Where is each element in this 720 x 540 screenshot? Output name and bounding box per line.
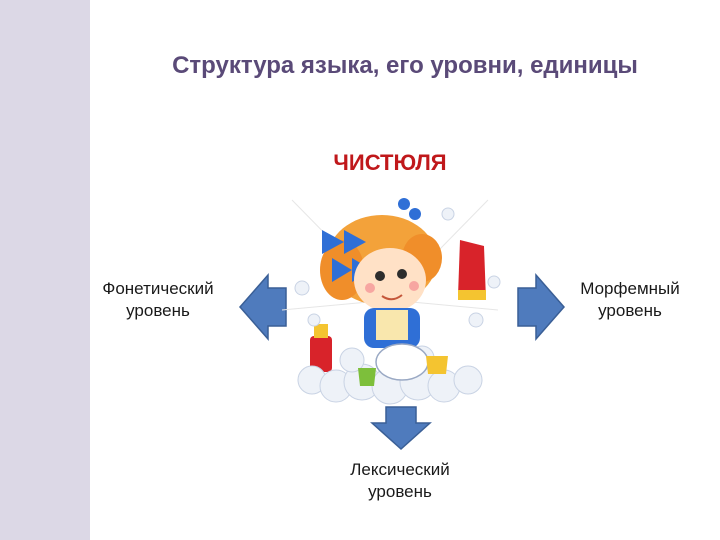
lexical-level-label: Лексический уровень xyxy=(320,459,480,503)
side-bar xyxy=(0,0,90,540)
morphemic-level-line-2: уровень xyxy=(598,301,662,320)
arrow-down xyxy=(370,406,432,451)
arrow-left xyxy=(239,273,287,341)
lexical-level-line-2: уровень xyxy=(368,482,432,501)
slide-title: Структура языка, его уровни, единицы xyxy=(172,52,638,79)
morphemic-level-line-1: Морфемный xyxy=(580,279,680,298)
lexical-level-line-1: Лексический xyxy=(350,460,450,479)
phonetic-level-line-2: уровень xyxy=(126,301,190,320)
phonetic-level-line-1: Фонетический xyxy=(102,279,214,298)
arrow-right xyxy=(517,273,565,341)
center-word: ЧИСТЮЛЯ xyxy=(333,150,447,175)
morphemic-level-label: Морфемный уровень xyxy=(550,278,710,322)
phonetic-level-label: Фонетический уровень xyxy=(78,278,238,322)
girl-washing-dishes-illustration xyxy=(281,198,501,405)
